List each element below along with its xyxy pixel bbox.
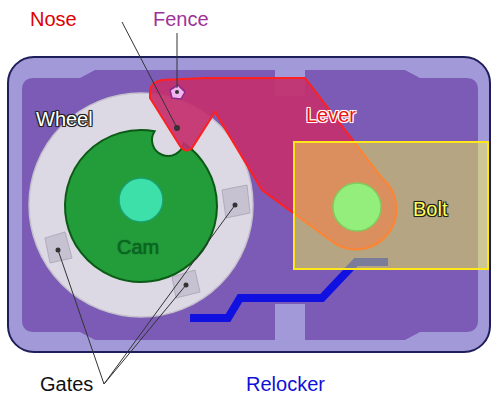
part-label: Wheel	[36, 108, 93, 131]
bolt-shape	[293, 141, 489, 270]
cam-shape	[65, 130, 217, 282]
part-label: Bolt	[413, 198, 447, 221]
leader-line	[122, 22, 176, 126]
wheel-part: WheelCam	[28, 92, 254, 318]
callout-label: Relocker	[246, 373, 325, 396]
leader-line	[177, 33, 178, 88]
bolt-part: Bolt	[293, 141, 489, 270]
callout-label: Fence	[153, 8, 209, 31]
part-label: Cam	[117, 236, 159, 259]
leader-line	[104, 285, 186, 384]
leader-line	[58, 250, 104, 384]
part-label: Lever	[306, 104, 356, 127]
cam-part: Cam	[65, 130, 217, 282]
leader-line	[104, 205, 235, 384]
housing	[8, 57, 490, 352]
callout-label: Gates	[40, 373, 93, 396]
callout-label: Nose	[30, 8, 77, 31]
